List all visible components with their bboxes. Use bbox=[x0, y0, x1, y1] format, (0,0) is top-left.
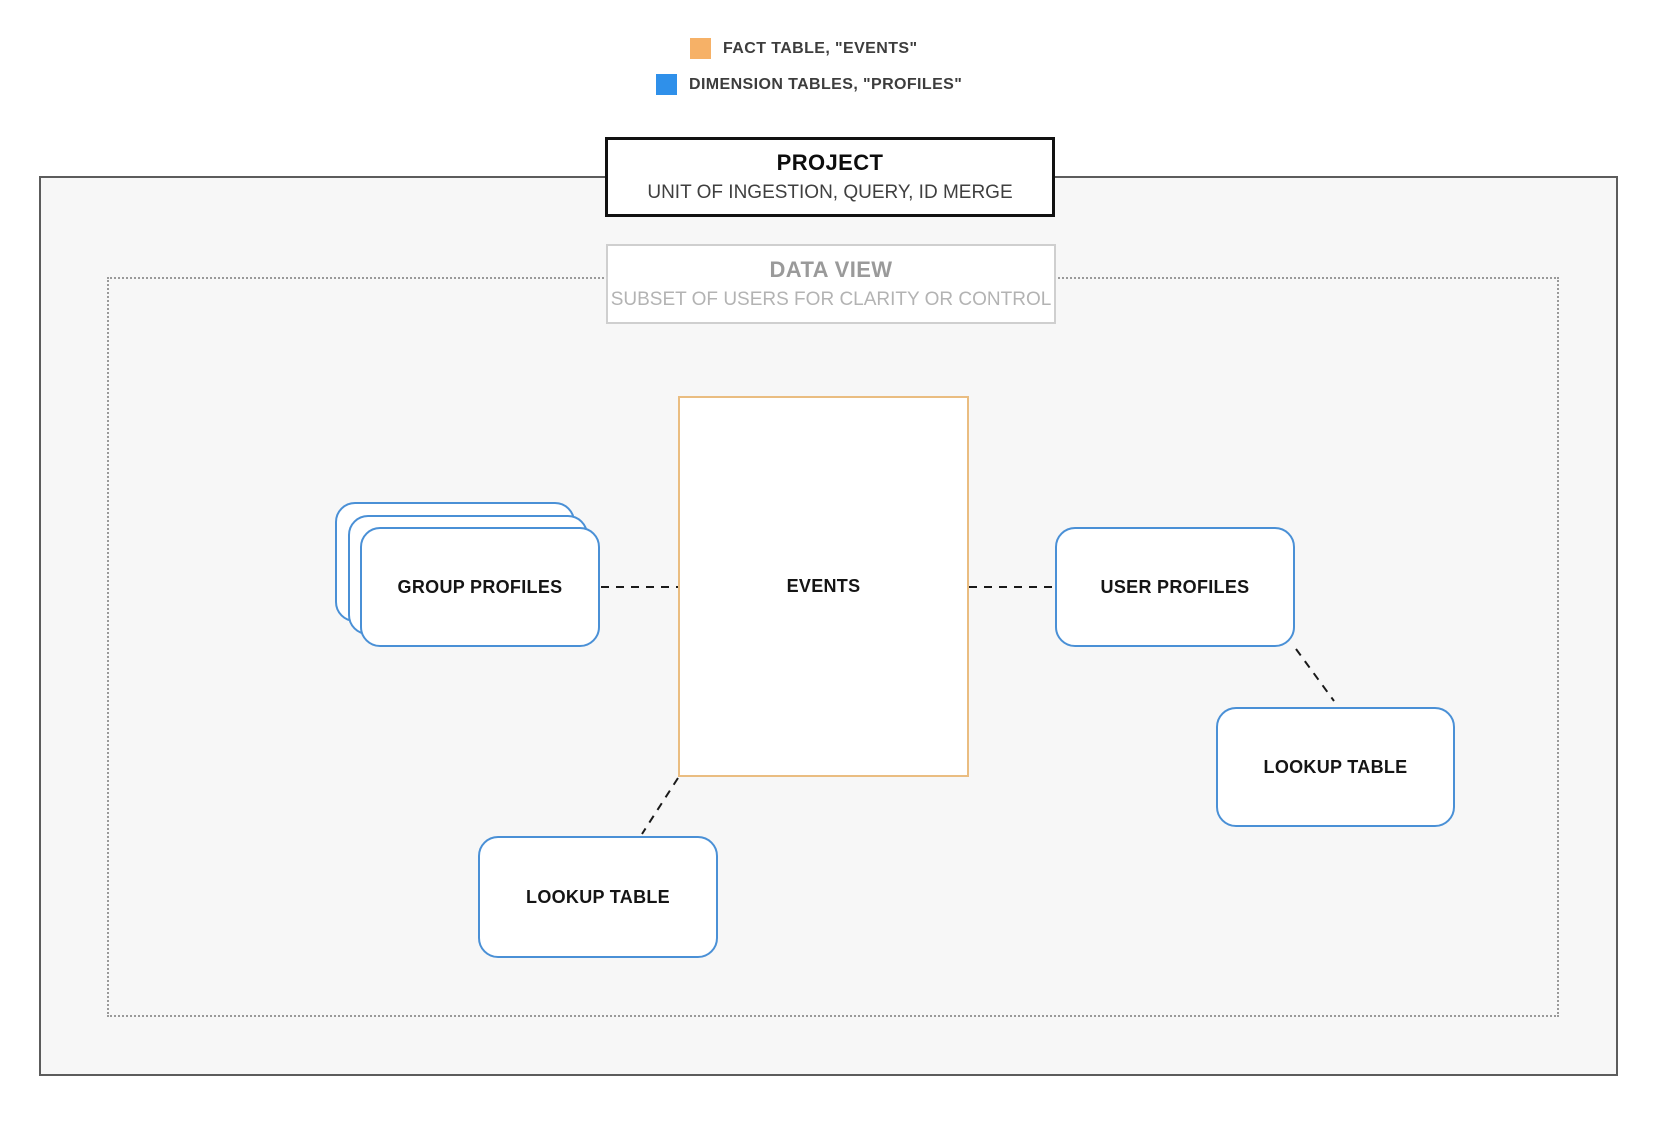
legend-item-dimension-tables: DIMENSION TABLES, "PROFILES" bbox=[656, 74, 962, 95]
lookup-table-right-node: LOOKUP TABLE bbox=[1216, 707, 1455, 827]
lookup-table-right-label: LOOKUP TABLE bbox=[1263, 756, 1408, 777]
legend-item-fact-table: FACT TABLE, "EVENTS" bbox=[690, 38, 917, 59]
events-node: EVENTS bbox=[678, 396, 969, 777]
project-subtitle: UNIT OF INGESTION, QUERY, ID MERGE bbox=[647, 182, 1013, 203]
legend-label-fact-table: FACT TABLE, "EVENTS" bbox=[723, 39, 918, 57]
lookup-table-bottom-node: LOOKUP TABLE bbox=[478, 836, 718, 958]
user-profiles-node: USER PROFILES bbox=[1055, 527, 1295, 647]
data-view-title: DATA VIEW bbox=[769, 257, 893, 282]
group-profiles-node: GROUP PROFILES bbox=[360, 527, 600, 647]
user-profiles-label: USER PROFILES bbox=[1100, 576, 1250, 597]
data-view-box: DATA VIEW SUBSET OF USERS FOR CLARITY OR… bbox=[606, 244, 1056, 324]
data-view-subtitle: SUBSET OF USERS FOR CLARITY OR CONTROL bbox=[610, 289, 1052, 310]
dimension-color-swatch bbox=[656, 74, 677, 95]
project-title: PROJECT bbox=[776, 150, 884, 175]
fact-color-swatch bbox=[690, 38, 711, 59]
group-profiles-label: GROUP PROFILES bbox=[397, 576, 563, 597]
lookup-table-bottom-label: LOOKUP TABLE bbox=[526, 886, 670, 907]
project-box: PROJECT UNIT OF INGESTION, QUERY, ID MER… bbox=[605, 137, 1055, 217]
legend-label-dimension-tables: DIMENSION TABLES, "PROFILES" bbox=[689, 75, 963, 93]
events-label: EVENTS bbox=[786, 576, 861, 596]
